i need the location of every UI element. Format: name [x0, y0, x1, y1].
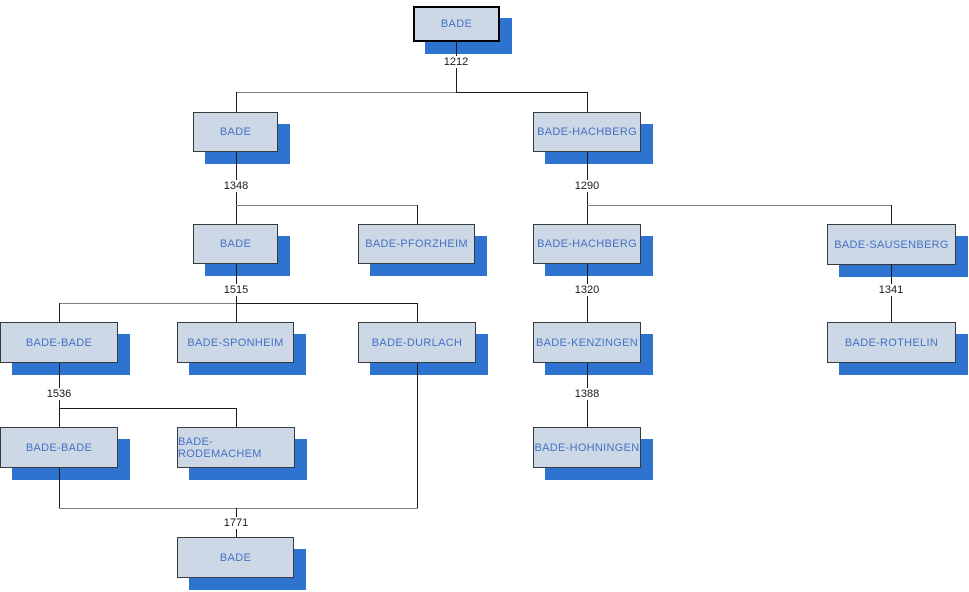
tree-node-label: BADE-BADE: [25, 441, 93, 454]
connector-line-horizontal: [236, 205, 418, 206]
tree-node-label: BADE-PFORZHEIM: [365, 238, 468, 250]
connector-line-vertical: [587, 92, 588, 112]
connector-line-vertical: [236, 92, 237, 112]
tree-node-bade-durlach[interactable]: BADE-DURLACH: [358, 322, 476, 363]
tree-node-bade-sausenberg[interactable]: BADE-SAUSENBERG: [827, 224, 956, 265]
year-label: 1290: [572, 180, 602, 192]
tree-node-bade-6[interactable]: BADE: [177, 537, 294, 578]
tree-node-bade-hachberg-2[interactable]: BADE-HACHBERG: [533, 112, 641, 152]
connector-line-horizontal: [236, 303, 418, 304]
tree-node-label: BADE-BADE: [25, 336, 93, 349]
tree-node-bade-hachberg-3[interactable]: BADE-HACHBERG: [533, 224, 641, 264]
tree-node-label: BADE-HACHBERG: [537, 126, 637, 138]
tree-node-label: BADE: [219, 126, 252, 138]
year-label: 1515: [221, 284, 251, 296]
connector-line-vertical: [417, 205, 418, 224]
connector-line-vertical: [891, 205, 892, 224]
connector-line-vertical: [236, 408, 237, 427]
connector-line-vertical: [59, 468, 60, 508]
connector-line-horizontal: [456, 92, 588, 93]
year-label: 1348: [221, 180, 251, 192]
tree-node-label: BADE: [219, 551, 252, 564]
tree-node-label: BADE-KENZINGEN: [536, 336, 638, 349]
year-label: 1536: [44, 388, 74, 400]
tree-node-bade-2[interactable]: BADE: [193, 112, 278, 152]
tree-node-label: BADE-SAUSENBERG: [834, 238, 949, 251]
tree-node-label: BADE-ROTHELIN: [844, 336, 939, 349]
connector-line-vertical: [417, 363, 418, 508]
tree-node-bade-rothelin[interactable]: BADE-ROTHELIN: [827, 322, 956, 363]
tree-node-label: BADE-HACHBERG: [537, 238, 637, 250]
year-label: 1771: [221, 517, 251, 529]
tree-node-label: BADE-SPONHEIM: [187, 336, 284, 349]
tree-node-label: BADE: [219, 238, 252, 250]
tree-node-bade-pforzheim[interactable]: BADE-PFORZHEIM: [358, 224, 475, 264]
tree-node-bade-hohningen[interactable]: BADE-HOHNINGEN: [533, 427, 641, 468]
tree-node-bade-bade-5[interactable]: BADE-BADE: [0, 427, 118, 468]
connector-line-horizontal: [59, 303, 237, 304]
tree-node-label: BADE-HOHNINGEN: [534, 441, 640, 454]
tree-node-bade-rodemachem[interactable]: BADE-RODEMACHEM: [177, 427, 295, 468]
tree-node-label: BADE-DURLACH: [371, 336, 463, 349]
connector-line-horizontal: [59, 508, 418, 509]
connector-line-vertical: [417, 303, 418, 322]
tree-node-bade-root[interactable]: BADE: [413, 6, 500, 42]
tree-node-bade-kenzingen[interactable]: BADE-KENZINGEN: [533, 322, 641, 363]
connector-line-horizontal: [587, 205, 892, 206]
connector-line-horizontal: [236, 92, 457, 93]
year-label: 1388: [572, 388, 602, 400]
connector-line-horizontal: [59, 408, 237, 409]
tree-node-label: BADE-RODEMACHEM: [178, 435, 262, 460]
year-label: 1320: [572, 284, 602, 296]
tree-node-label: BADE: [440, 18, 473, 30]
year-label: 1212: [441, 56, 471, 68]
tree-node-bade-sponheim[interactable]: BADE-SPONHEIM: [177, 322, 294, 363]
tree-node-bade-bade-4[interactable]: BADE-BADE: [0, 322, 118, 363]
connector-line-vertical: [59, 303, 60, 322]
year-label: 1341: [876, 284, 906, 296]
tree-node-bade-3[interactable]: BADE: [193, 224, 278, 264]
